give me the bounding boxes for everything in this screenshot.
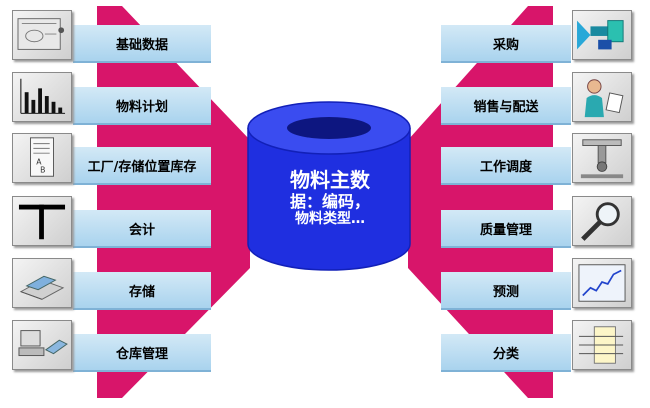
center-line-3: 物料类型…: [295, 211, 365, 228]
item-label: 物料计划: [115, 99, 168, 115]
database-cylinder: [247, 101, 411, 271]
salesperson-icon: [572, 72, 632, 122]
svg-text:B: B: [40, 165, 45, 174]
item-forecasting[interactable]: 预测: [441, 272, 571, 310]
item-label: 销售与配送: [473, 99, 539, 115]
item-label: 工厂/存储位置库存: [87, 159, 197, 175]
item-plant-storage-stock[interactable]: 工厂/存储位置库存: [73, 147, 211, 185]
item-label: 质量管理: [479, 222, 532, 238]
form-screen-icon: [12, 10, 72, 60]
item-basic-data[interactable]: 基础数据: [73, 25, 211, 63]
item-work-scheduling[interactable]: 工作调度: [441, 147, 571, 185]
classification-icon: [572, 320, 632, 370]
item-label: 存储: [128, 284, 155, 300]
item-label: 工作调度: [479, 159, 532, 175]
computer-terminal-icon: [12, 320, 72, 370]
item-warehouse-management[interactable]: 仓库管理: [73, 334, 211, 372]
item-label: 仓库管理: [115, 346, 168, 362]
item-label: 分类: [492, 346, 519, 362]
item-label: 基础数据: [115, 37, 168, 53]
conveyor-icon: [572, 10, 632, 60]
item-accounting[interactable]: 会计: [73, 210, 211, 248]
item-storage[interactable]: 存储: [73, 272, 211, 310]
item-purchasing[interactable]: 采购: [441, 25, 571, 63]
item-classification[interactable]: 分类: [441, 334, 571, 372]
trend-chart-icon: [572, 258, 632, 308]
svg-text:A: A: [36, 158, 42, 167]
item-quality-management[interactable]: 质量管理: [441, 210, 571, 248]
center-line-1: 物料主数: [290, 168, 370, 192]
magnifier-icon: [572, 196, 632, 246]
warehouse-shelf-icon: [12, 258, 72, 308]
bar-chart-icon: [12, 72, 72, 122]
center-line-2: 据：编码，: [289, 192, 370, 211]
item-label: 会计: [128, 222, 155, 238]
t-account-icon: [12, 196, 72, 246]
item-label: 采购: [492, 37, 519, 53]
item-sales-distribution[interactable]: 销售与配送: [441, 87, 571, 125]
item-material-planning[interactable]: 物料计划: [73, 87, 211, 125]
center-label: 物料主数 据：编码， 物料类型…: [262, 168, 398, 228]
machine-tool-icon: [572, 133, 632, 183]
item-label: 预测: [492, 284, 519, 300]
